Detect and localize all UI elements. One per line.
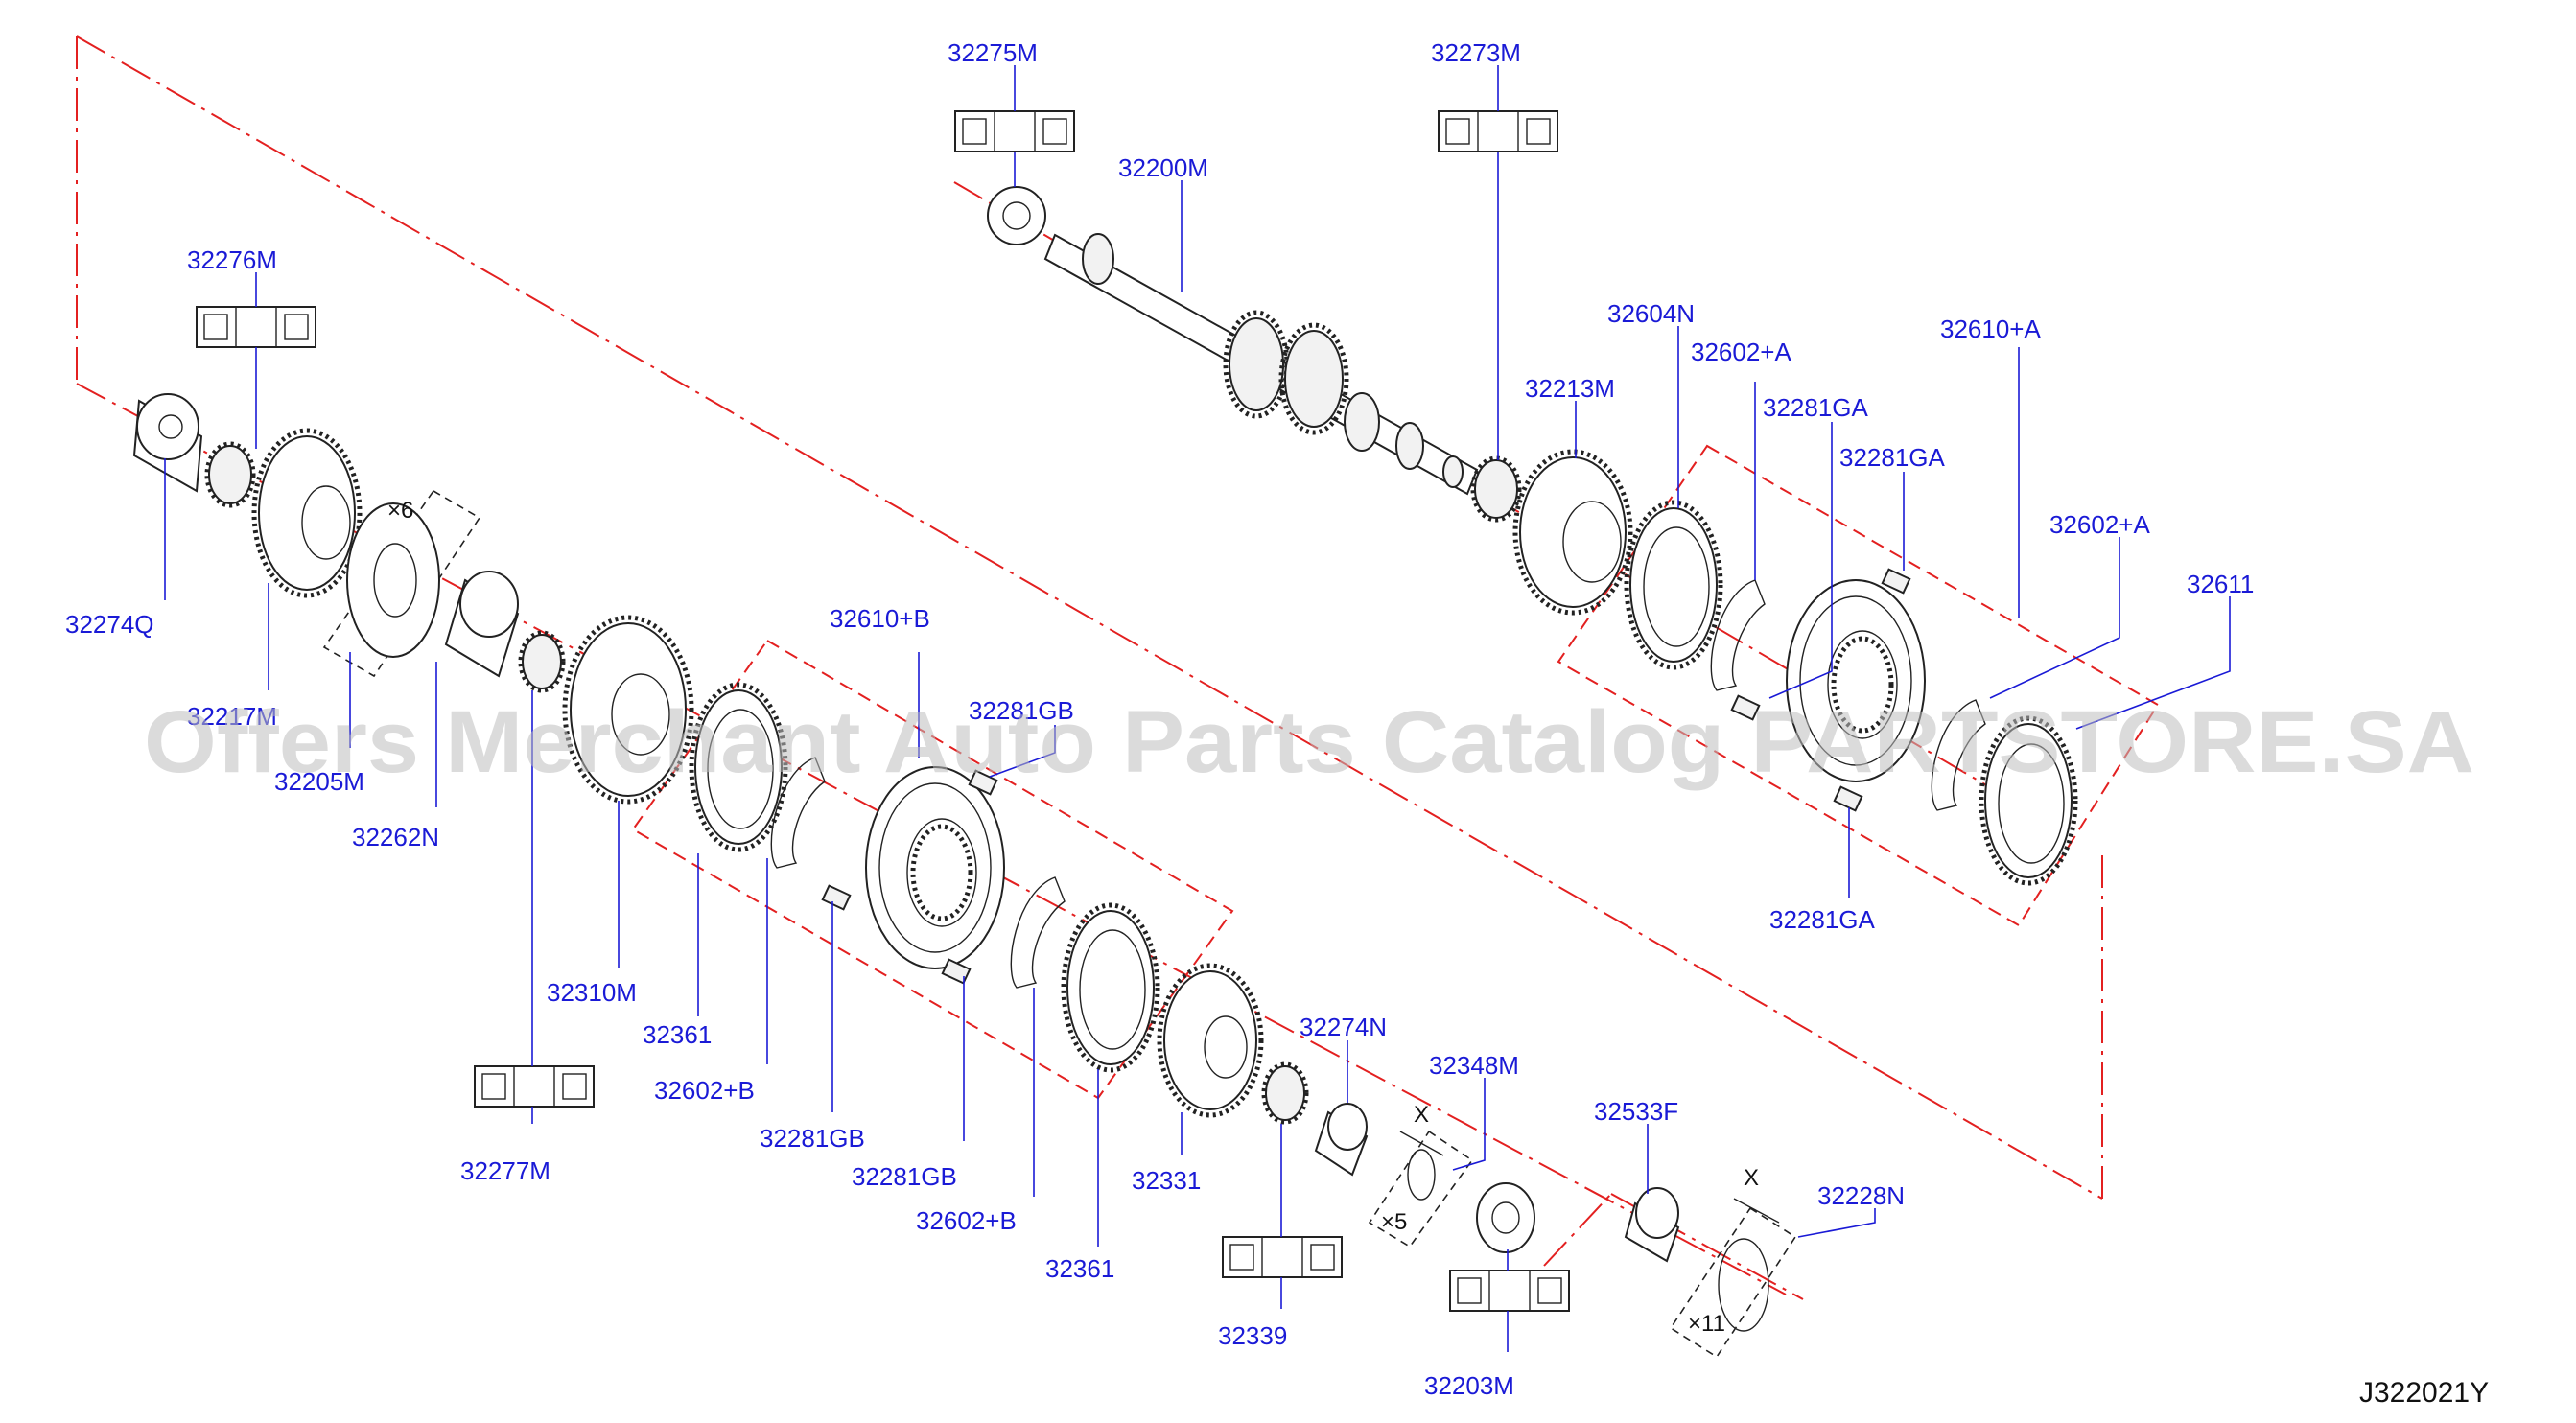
kit-symbol-32276M	[196, 306, 316, 348]
spring-32602B-1	[770, 757, 826, 869]
dimension-x-2: X	[1744, 1165, 1759, 1191]
needle-bearing-32276M	[204, 441, 256, 508]
label-32610A[interactable]: 32610+A	[1940, 315, 2041, 343]
label-32281GB-2[interactable]: 32281GB	[760, 1124, 865, 1153]
spring-32602A-2	[1931, 699, 1986, 811]
label-32361-1[interactable]: 32361	[643, 1020, 712, 1049]
label-32281GB-1[interactable]: 32281GB	[969, 696, 1074, 725]
label-32274Q[interactable]: 32274Q	[65, 610, 154, 639]
label-32205M[interactable]: 32205M	[274, 767, 364, 796]
label-32203M[interactable]: 32203M	[1424, 1371, 1514, 1400]
synchro-box-a	[1557, 444, 2160, 927]
key-32281GA-2	[1881, 568, 1911, 595]
collar-32533F	[1624, 1187, 1680, 1263]
dimension-x-1: X	[1414, 1102, 1429, 1128]
label-32281GA-1[interactable]: 32281GA	[1763, 393, 1869, 422]
quantity-x11: ×11	[1688, 1311, 1725, 1337]
synchro-hub-32610B	[865, 766, 1005, 969]
gear-32213M	[1512, 449, 1633, 616]
label-32533F[interactable]: 32533F	[1594, 1097, 1678, 1126]
leader-lines	[164, 65, 2231, 1352]
gear-32217M	[251, 428, 363, 598]
label-32262N[interactable]: 32262N	[352, 823, 439, 851]
gear-32310M	[562, 615, 694, 805]
synchro-ring-32361-1	[689, 682, 788, 852]
label-32331[interactable]: 32331	[1132, 1166, 1201, 1195]
dimension-arrows	[1399, 1131, 1780, 1224]
bushing-32274N	[1314, 1103, 1369, 1177]
label-32602B-1[interactable]: 32602+B	[654, 1076, 755, 1105]
label-32310M[interactable]: 32310M	[547, 978, 637, 1007]
watermark: Offers Merchant Auto Parts Catalog PARTS…	[144, 693, 2474, 791]
synchro-hub-32610A	[1786, 579, 1926, 782]
quantity-x5: ×5	[1381, 1209, 1407, 1235]
kit-symbol-32203M	[1449, 1270, 1570, 1312]
label-32276M[interactable]: 32276M	[187, 245, 277, 274]
label-32281GB-3[interactable]: 32281GB	[852, 1162, 957, 1191]
label-32200M[interactable]: 32200M	[1118, 153, 1208, 182]
label-32281GA-3[interactable]: 32281GA	[1769, 905, 1876, 934]
spring-32602A-1	[1710, 579, 1766, 691]
spring-32602B-2	[1010, 876, 1066, 989]
label-32228N[interactable]: 32228N	[1817, 1181, 1905, 1210]
bearing-32275M	[987, 186, 1046, 245]
label-32602A-2[interactable]: 32602+A	[2049, 510, 2150, 539]
main-shaft-32200M	[1043, 233, 1479, 496]
label-32275M[interactable]: 32275M	[948, 38, 1038, 67]
key-32281GB-1	[968, 769, 998, 796]
kit-symbol-32339	[1222, 1236, 1343, 1278]
snap-ring-32348M	[1407, 1149, 1436, 1201]
bushing-32274Q	[132, 393, 203, 493]
needle-bearing-32273M	[1470, 455, 1522, 523]
part-labels: 32275M 32200M 32273M 32276M 32604N 32602…	[65, 38, 2254, 1400]
label-32361-2[interactable]: 32361	[1045, 1254, 1114, 1283]
label-32604N[interactable]: 32604N	[1607, 299, 1695, 328]
label-32274N[interactable]: 32274N	[1300, 1013, 1387, 1041]
label-32602B-2[interactable]: 32602+B	[916, 1206, 1017, 1235]
kit-symbol-32273M	[1438, 110, 1558, 152]
reference-code: J322021Y	[2359, 1377, 2489, 1409]
label-32602A-1[interactable]: 32602+A	[1691, 338, 1791, 366]
label-32611[interactable]: 32611	[2187, 570, 2254, 598]
key-32281GB-3	[941, 958, 972, 985]
key-32281GB-2	[821, 884, 852, 911]
label-32348M[interactable]: 32348M	[1429, 1051, 1519, 1080]
kit-symbol-32277M	[474, 1065, 595, 1108]
label-32610B[interactable]: 32610+B	[830, 604, 930, 633]
synchro-ring-32604N	[1624, 500, 1723, 670]
bushing-32262N	[444, 571, 520, 678]
synchro-ring-32361-2	[1061, 902, 1160, 1073]
shim-32228N	[1718, 1238, 1769, 1332]
label-32281GA-2[interactable]: 32281GA	[1839, 443, 1946, 472]
label-32339[interactable]: 32339	[1218, 1321, 1287, 1350]
label-32277M[interactable]: 32277M	[460, 1156, 550, 1185]
gear-32331	[1157, 963, 1264, 1118]
needle-bearing-32277M	[518, 630, 566, 693]
label-32213M[interactable]: 32213M	[1525, 374, 1615, 403]
bearing-32203M	[1476, 1182, 1535, 1253]
washer-32205M	[346, 502, 440, 658]
key-32281GA-1	[1730, 694, 1761, 721]
kit-symbol-32275M	[954, 110, 1075, 152]
needle-bearing-32339	[1261, 1061, 1309, 1125]
key-32281GA-3	[1833, 785, 1863, 812]
label-32217M[interactable]: 32217M	[187, 702, 277, 731]
synchro-ring-32611	[1979, 715, 2078, 886]
quantity-x6: ×6	[387, 498, 413, 524]
kit-box-x11	[1669, 1206, 1797, 1359]
label-32273M[interactable]: 32273M	[1431, 38, 1521, 67]
